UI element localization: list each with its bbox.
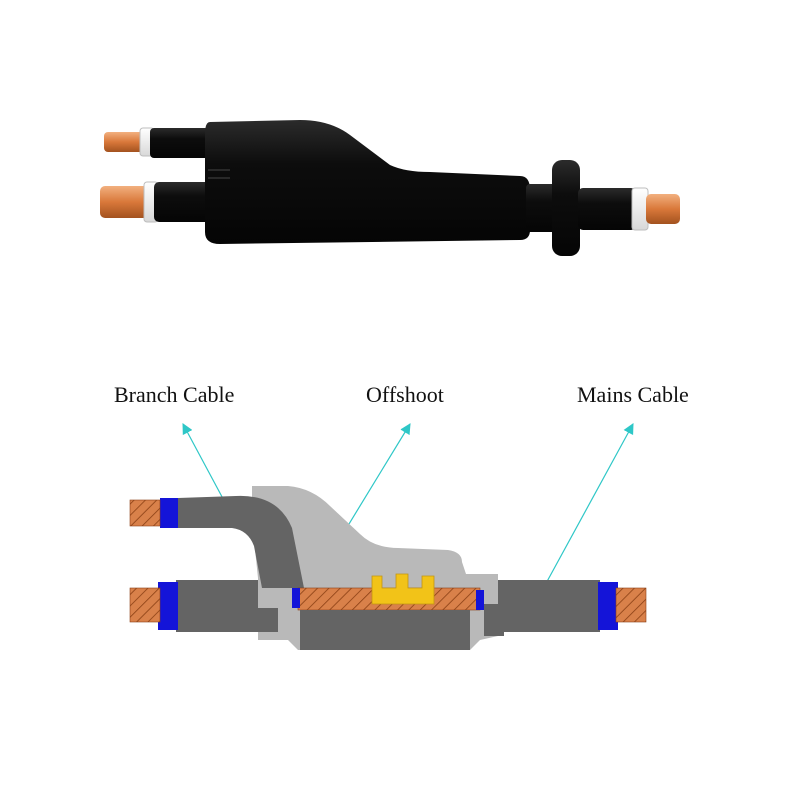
flange-ring [552, 160, 580, 256]
mains-copper-tip [646, 194, 680, 224]
cross-section [129, 486, 647, 650]
pointer-mains [537, 423, 634, 599]
inner-ring-right [476, 590, 484, 610]
left-cable-step [258, 608, 278, 632]
pointer-offshoot [337, 423, 411, 543]
left-copper [129, 587, 161, 623]
label-branch-cable: Branch Cable [114, 382, 235, 407]
connector [371, 573, 435, 605]
inner-ring-left [292, 588, 300, 608]
label-mains-cable: Mains Cable [577, 382, 689, 407]
left-insulation-ring [158, 582, 178, 630]
branch-insulation-ring [160, 498, 178, 528]
neck [526, 184, 556, 232]
mains-cable-body [498, 580, 600, 632]
lower-core-block [300, 610, 470, 650]
product-photo [100, 120, 680, 256]
mains-white-insulation [631, 187, 649, 231]
pointer-branch [182, 423, 229, 509]
branch-copper [129, 499, 161, 527]
branch-black-sleeve [150, 128, 220, 158]
label-offshoot: Offshoot [366, 382, 444, 407]
left-cable-body [176, 580, 258, 632]
mains-insulation-ring [598, 582, 618, 630]
mains-copper [615, 587, 647, 623]
branch-copper-tip [104, 132, 146, 152]
mains-black-sleeve [578, 188, 636, 230]
lower-copper-tip [100, 186, 150, 218]
branch-cable-body [178, 495, 304, 588]
joint-body [205, 120, 530, 244]
